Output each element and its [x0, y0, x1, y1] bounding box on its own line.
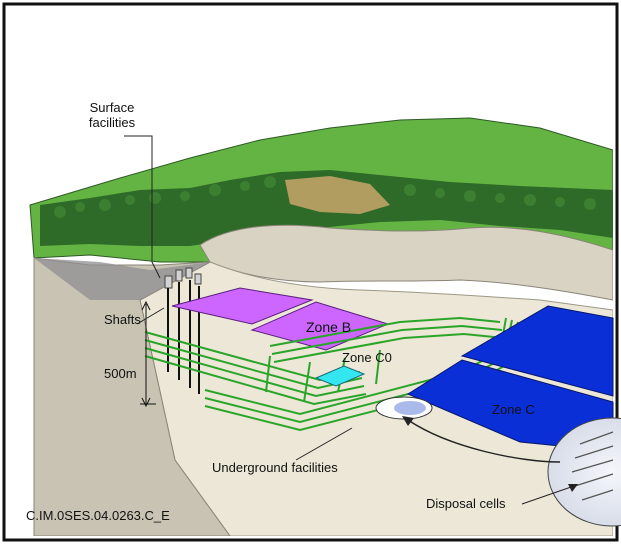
- surface-pad: [34, 258, 210, 300]
- zone-c-upper[interactable]: [460, 305, 614, 397]
- leaders: [124, 135, 578, 505]
- forest-clearing: [285, 176, 390, 214]
- depth-marker: [140, 300, 156, 408]
- zone-c-label: Zone C: [492, 402, 535, 417]
- surface-facilities-label-1: Surface: [90, 100, 135, 115]
- underground-facilities-label: Underground facilities: [212, 460, 338, 475]
- depth-label: 500m: [104, 366, 137, 381]
- disposal-cell-small-inner: [394, 401, 426, 415]
- zoom-arrow: [407, 419, 561, 463]
- zone-b-west[interactable]: [171, 287, 314, 325]
- zone-b-label: Zone B: [306, 319, 351, 335]
- surface-facilities-label-2: facilities: [89, 115, 136, 130]
- rock-cut-face: [199, 224, 613, 301]
- disposal-cells-label: Disposal cells: [426, 496, 506, 511]
- shafts-label: Shafts: [104, 312, 141, 327]
- disposal-cells-zoom[interactable]: [547, 417, 621, 527]
- reference-code: C.IM.0SES.04.0263.C_E: [26, 508, 170, 523]
- zoom-arrowhead: [402, 416, 414, 426]
- zone-c0[interactable]: [314, 365, 366, 387]
- zone-c0-label: Zone C0: [342, 350, 392, 365]
